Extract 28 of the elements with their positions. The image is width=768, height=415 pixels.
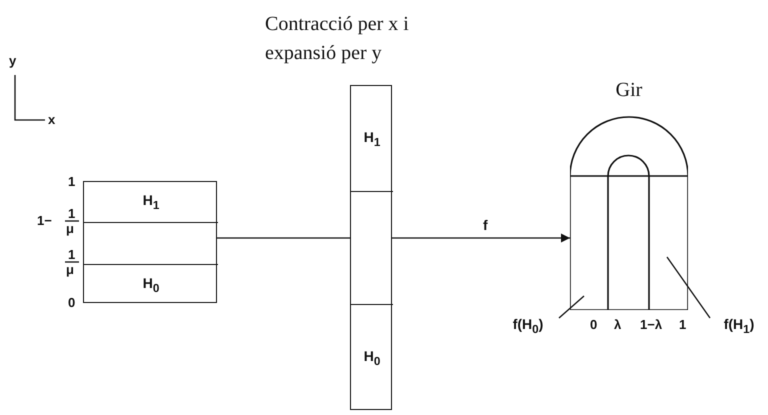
tick-label: μ (66, 263, 74, 276)
connector-line (217, 237, 350, 239)
tick-label: 1 (68, 248, 76, 261)
tick-label: λ (614, 318, 622, 331)
region-label: f(H$_{1}$) (724, 316, 754, 336)
axis-label: x (48, 113, 56, 126)
tick-label: 1− (37, 214, 52, 227)
band-label: H$_{0}$ (364, 348, 380, 368)
tick-label: 1−λ (640, 318, 662, 331)
strip-rectangle (83, 181, 217, 303)
title: Contracció per x i expansió per y (265, 12, 410, 66)
band-label: H$_{1}$ (142, 192, 160, 212)
tick-label: 1 (68, 207, 76, 220)
band-label: H$_{0}$ (142, 274, 160, 294)
tick-label: 1 (679, 318, 686, 331)
arrow (392, 234, 570, 242)
connector-line (666, 256, 711, 318)
tick-label: μ (66, 222, 74, 235)
tick-label: 0 (590, 318, 598, 331)
edge-label: f (483, 218, 488, 232)
connector-line (558, 296, 584, 318)
figure-heading: Gir (616, 80, 642, 100)
region-label: f(H$_{0}$) (512, 316, 544, 336)
tick-label: 0 (68, 296, 76, 309)
strip-rectangle (350, 85, 392, 410)
axis-label: y (9, 54, 16, 67)
band-label: H$_{1}$ (364, 128, 380, 148)
tick-label: 1 (68, 175, 76, 188)
